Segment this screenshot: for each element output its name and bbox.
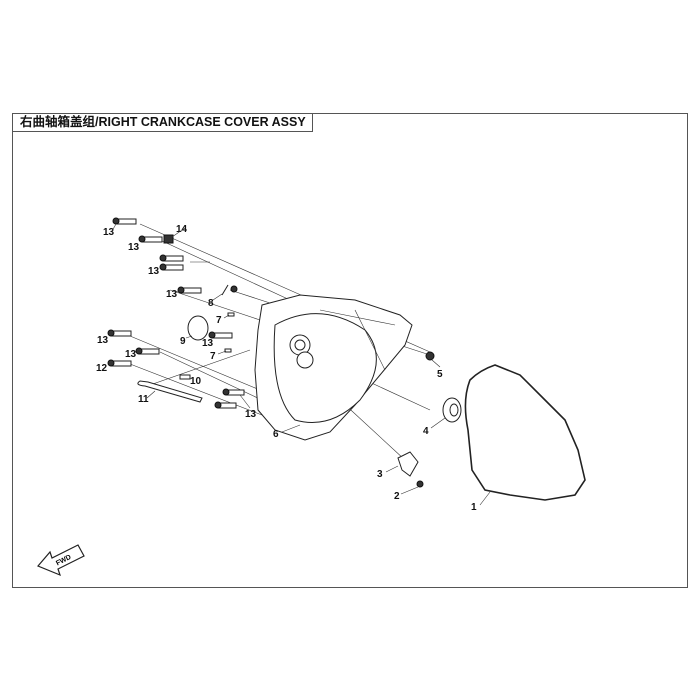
part-3-fitting [397, 451, 419, 477]
diagram-frame [12, 113, 688, 588]
part-4-seal [442, 397, 462, 423]
bolts [107, 217, 245, 409]
callouts: 13 14 13 13 13 8 7 9 13 13 13 12 7 10 11… [96, 223, 491, 513]
diagram-title: 右曲轴箱盖组/RIGHT CRANKCASE COVER ASSY [12, 113, 313, 132]
part-9-o-ring [187, 315, 209, 341]
part-6-crankcase-cover [254, 294, 413, 441]
callout-8: 8 [208, 298, 214, 309]
callout-13: 13 [125, 349, 137, 360]
callout-13: 13 [148, 266, 160, 277]
part-5-bolt [425, 351, 435, 361]
callout-13: 13 [202, 338, 214, 349]
callout-13: 13 [103, 227, 115, 238]
part-2-bolt [416, 480, 424, 488]
callout-11: 11 [138, 394, 149, 405]
part-1-gasket [464, 364, 586, 501]
callout-7: 7 [210, 351, 216, 362]
callout-10: 10 [190, 376, 202, 387]
part-11-tube [137, 380, 203, 403]
callout-13: 13 [245, 409, 257, 420]
part-10-pin [179, 374, 191, 380]
callout-1: 1 [471, 502, 477, 513]
callout-13: 13 [128, 242, 140, 253]
callout-2: 2 [394, 491, 400, 502]
callout-14: 14 [176, 224, 188, 235]
callout-6: 6 [273, 429, 279, 440]
fwd-arrow-icon: FWD [37, 544, 85, 577]
callout-4: 4 [423, 426, 429, 437]
callout-3: 3 [377, 469, 383, 480]
callout-13: 13 [166, 289, 178, 300]
callout-9: 9 [180, 336, 186, 347]
part-14-clip [163, 234, 174, 244]
callout-12: 12 [96, 363, 108, 374]
callout-5: 5 [437, 369, 443, 380]
callout-7: 7 [216, 315, 222, 326]
callout-13: 13 [97, 335, 109, 346]
